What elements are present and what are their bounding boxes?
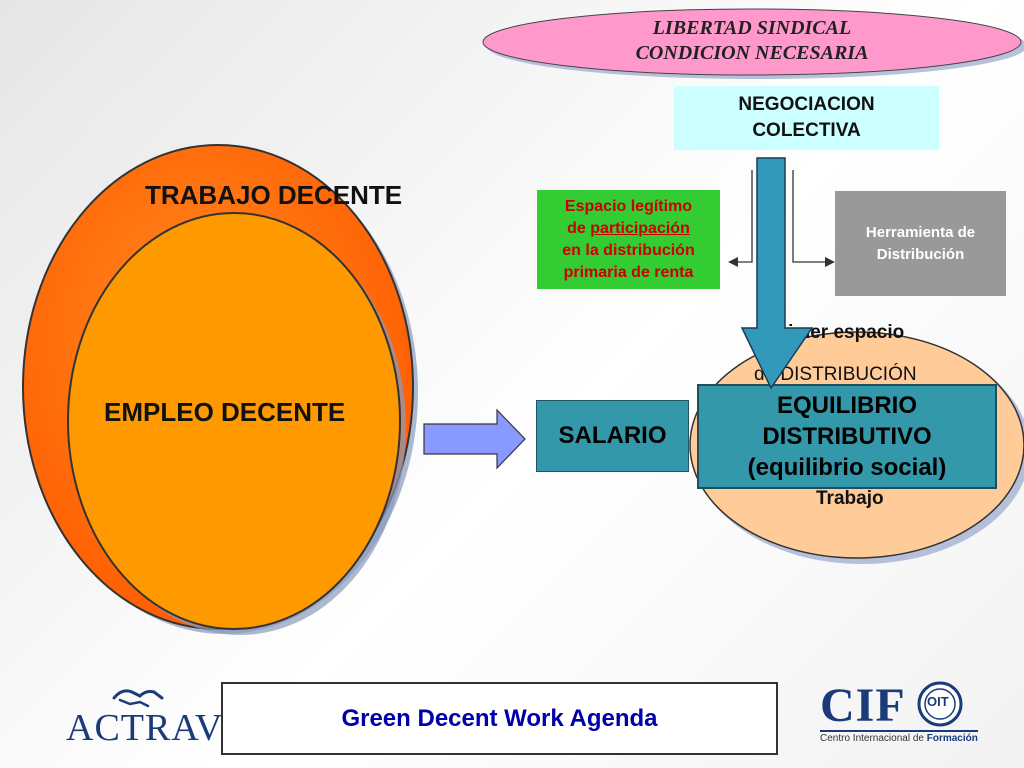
negociacion-colectiva-box: NEGOCIACION COLECTIVA bbox=[674, 86, 939, 150]
equilibrio-line2: DISTRIBUTIVO bbox=[762, 423, 932, 450]
equilibrio-line3: (equilibrio social) bbox=[747, 454, 947, 481]
primer-espacio-line2: de DISTRIBUCIÓN bbox=[754, 364, 917, 385]
cif-caption-bold: Formación bbox=[926, 733, 978, 744]
primer-espacio-line1: Primer espacio bbox=[768, 322, 905, 343]
handshake-icon bbox=[112, 689, 164, 708]
right-bracket-arrowhead bbox=[825, 257, 835, 267]
libertad-line2: CONDICION NECESARIA bbox=[635, 42, 869, 64]
trabajo-decente-label: TRABAJO DECENTE bbox=[145, 180, 403, 210]
salario-box: SALARIO bbox=[536, 400, 689, 472]
to-salario-arrow bbox=[423, 408, 526, 470]
equilibrio-distributivo-box: EQUILIBRIO DISTRIBUTIVO (equilibrio soci… bbox=[697, 384, 997, 489]
libertad-sindical-label: LIBERTAD SINDICAL CONDICION NECESARIA bbox=[484, 6, 1020, 76]
left-bracket-arrowhead bbox=[728, 257, 738, 267]
green-decent-work-agenda-text: Green Decent Work Agenda bbox=[341, 704, 658, 732]
libertad-line1: LIBERTAD SINDICAL bbox=[652, 17, 852, 39]
actrav-wordmark: ACTRAV bbox=[66, 707, 224, 749]
primer-espacio-line3: Trabajo bbox=[816, 488, 884, 509]
espacio-line1: Espacio legítimo bbox=[564, 197, 693, 215]
equilibrio-line1: EQUILIBRIO bbox=[776, 392, 917, 419]
salario-label: SALARIO bbox=[558, 422, 667, 449]
espacio-line2-prefix: de bbox=[567, 219, 591, 237]
green-decent-work-agenda-banner: Green Decent Work Agenda bbox=[221, 682, 778, 755]
espacio-line2-underlined: participación bbox=[590, 219, 690, 237]
oit-badge-icon bbox=[917, 681, 963, 727]
empleo-decente-label: EMPLEO DECENTE bbox=[104, 397, 346, 427]
right-bracket-line bbox=[792, 170, 830, 263]
espacio-legitimo-box: Espacio legítimo de participación en la … bbox=[537, 190, 720, 289]
espacio-line3: en la distribución bbox=[562, 241, 695, 259]
espacio-line4: primaria de renta bbox=[563, 263, 694, 281]
herramienta-line2: Distribución bbox=[876, 245, 965, 263]
cif-oit-logo: CIF OIT Centro Internacional de Formació… bbox=[818, 679, 978, 746]
empleo-decente-ellipse bbox=[67, 212, 401, 630]
espacio-line2: de participación bbox=[567, 218, 690, 240]
left-bracket-line bbox=[733, 170, 753, 263]
libertad-oval bbox=[482, 8, 1022, 76]
cif-wordmark: CIF bbox=[820, 679, 906, 732]
cif-caption: Centro Internacional de Formación bbox=[820, 730, 978, 744]
negociacion-line1: NEGOCIACION bbox=[738, 94, 875, 115]
negociacion-line2: COLECTIVA bbox=[752, 120, 861, 141]
cif-caption-prefix: Centro Internacional de bbox=[820, 733, 927, 744]
herramienta-distribucion-box: Herramienta de Distribución bbox=[835, 191, 1006, 296]
oit-badge-text: OIT bbox=[927, 694, 949, 709]
actrav-logo: ACTRAV bbox=[62, 680, 222, 760]
herramienta-line1: Herramienta de bbox=[865, 223, 976, 241]
